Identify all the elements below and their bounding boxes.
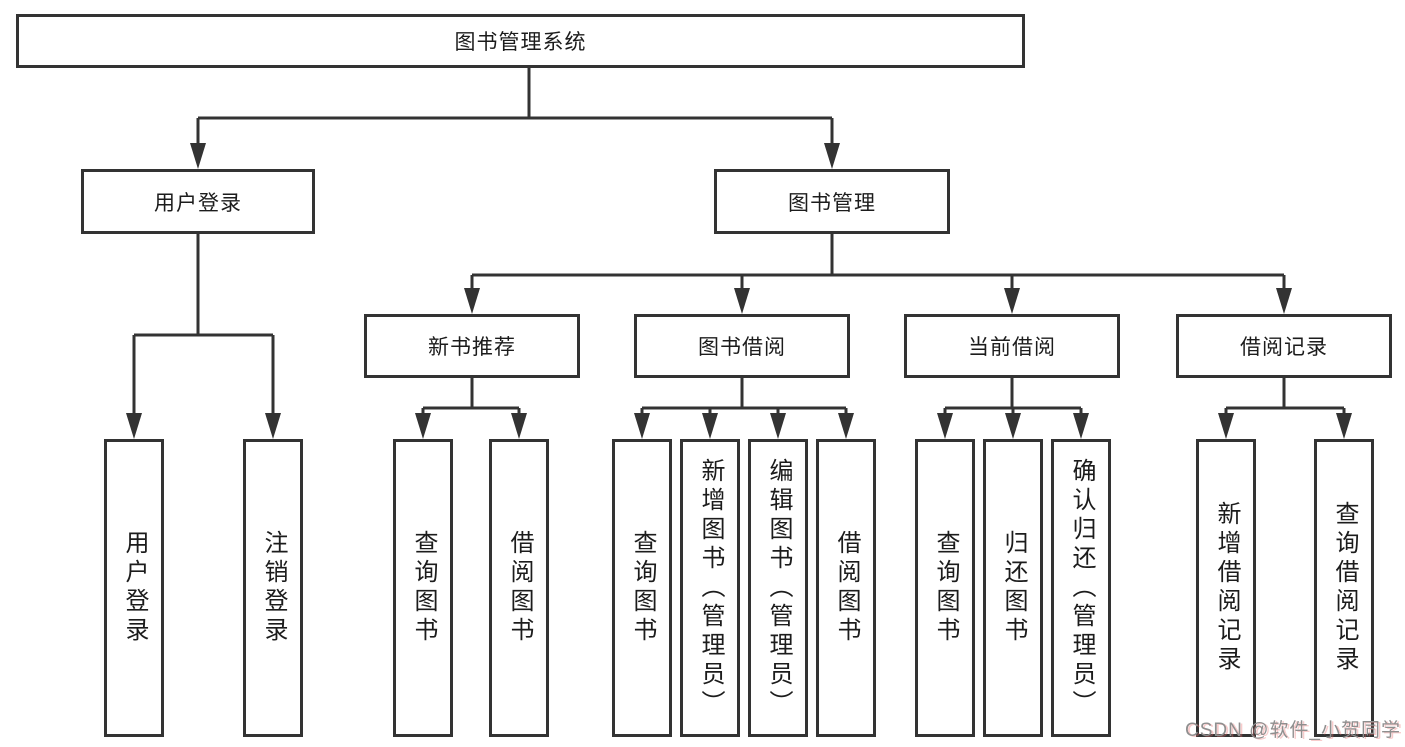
leaf-query-books-borrow: 查询图书 [612,439,672,737]
node-borrow-records: 借阅记录 [1176,314,1392,378]
node-label: 查询图书 [629,530,656,646]
connector-book-management [464,234,1292,314]
node-label: 编辑图书（管理员） [765,457,792,719]
leaf-confirm-return-admin: 确认归还（管理员） [1051,439,1111,737]
connector-current-borrow [937,378,1089,439]
node-label: 用户登录 [121,530,148,646]
node-current-borrow: 当前借阅 [904,314,1120,378]
leaf-add-book-admin: 新增图书（管理员） [680,439,740,737]
connector-root [190,68,840,169]
node-label: 当前借阅 [968,336,1056,359]
arrowhead-icon [190,143,206,169]
leaf-borrow-books-recommend: 借阅图书 [489,439,549,737]
leaf-borrow-books: 借阅图书 [816,439,876,737]
connector-new-book-recommend [415,378,527,439]
node-book-management: 图书管理 [714,169,950,234]
node-label: 借阅记录 [1240,336,1328,359]
leaf-query-books-current: 查询图书 [915,439,975,737]
node-label: 图书借阅 [698,336,786,359]
connector-borrow-records [1218,378,1352,439]
node-user-login: 用户登录 [81,169,315,234]
node-label: 图书管理系统 [454,31,587,54]
leaf-add-borrow-record: 新增借阅记录 [1196,439,1256,737]
leaf-return-books: 归还图书 [983,439,1043,737]
node-label: 新书推荐 [428,336,516,359]
arrowhead-icon [265,413,281,439]
node-label: 查询借阅记录 [1331,501,1358,675]
arrowhead-icon [1218,413,1234,439]
node-label: 借阅图书 [833,530,860,646]
arrowhead-icon [1005,413,1021,439]
arrowhead-icon [937,413,953,439]
node-label: 借阅图书 [506,530,533,646]
node-label: 查询图书 [410,530,437,646]
arrowhead-icon [1073,413,1089,439]
node-label: 图书管理 [788,191,876,215]
arrowhead-icon [511,413,527,439]
arrowhead-icon [126,413,142,439]
node-label: 注销登录 [260,530,287,646]
node-label: 用户登录 [154,191,242,215]
arrowhead-icon [770,413,786,439]
arrowhead-icon [734,288,750,314]
csdn-watermark: CSDN @软件_小贺同学 [1185,720,1401,741]
arrowhead-icon [702,413,718,439]
arrowhead-icon [1004,288,1020,314]
arrowhead-icon [1276,288,1292,314]
arrowhead-icon [838,413,854,439]
connector-book-borrow [634,378,854,439]
leaf-user-login: 用户登录 [104,439,164,737]
leaf-query-books-recommend: 查询图书 [393,439,453,737]
node-label: 新增图书（管理员） [697,457,724,719]
connector-user-login [126,234,281,439]
arrowhead-icon [464,288,480,314]
node-label: 归还图书 [1000,530,1027,646]
leaf-logout: 注销登录 [243,439,303,737]
node-label: 新增借阅记录 [1213,501,1240,675]
node-label: 确认归还（管理员） [1068,457,1095,719]
node-library-management-system: 图书管理系统 [16,14,1025,68]
arrowhead-icon [415,413,431,439]
leaf-edit-book-admin: 编辑图书（管理员） [748,439,808,737]
leaf-query-borrow-record: 查询借阅记录 [1314,439,1374,737]
arrowhead-icon [824,143,840,169]
node-label: 查询图书 [932,530,959,646]
node-book-borrow: 图书借阅 [634,314,850,378]
arrowhead-icon [634,413,650,439]
arrowhead-icon [1336,413,1352,439]
node-new-book-recommend: 新书推荐 [364,314,580,378]
